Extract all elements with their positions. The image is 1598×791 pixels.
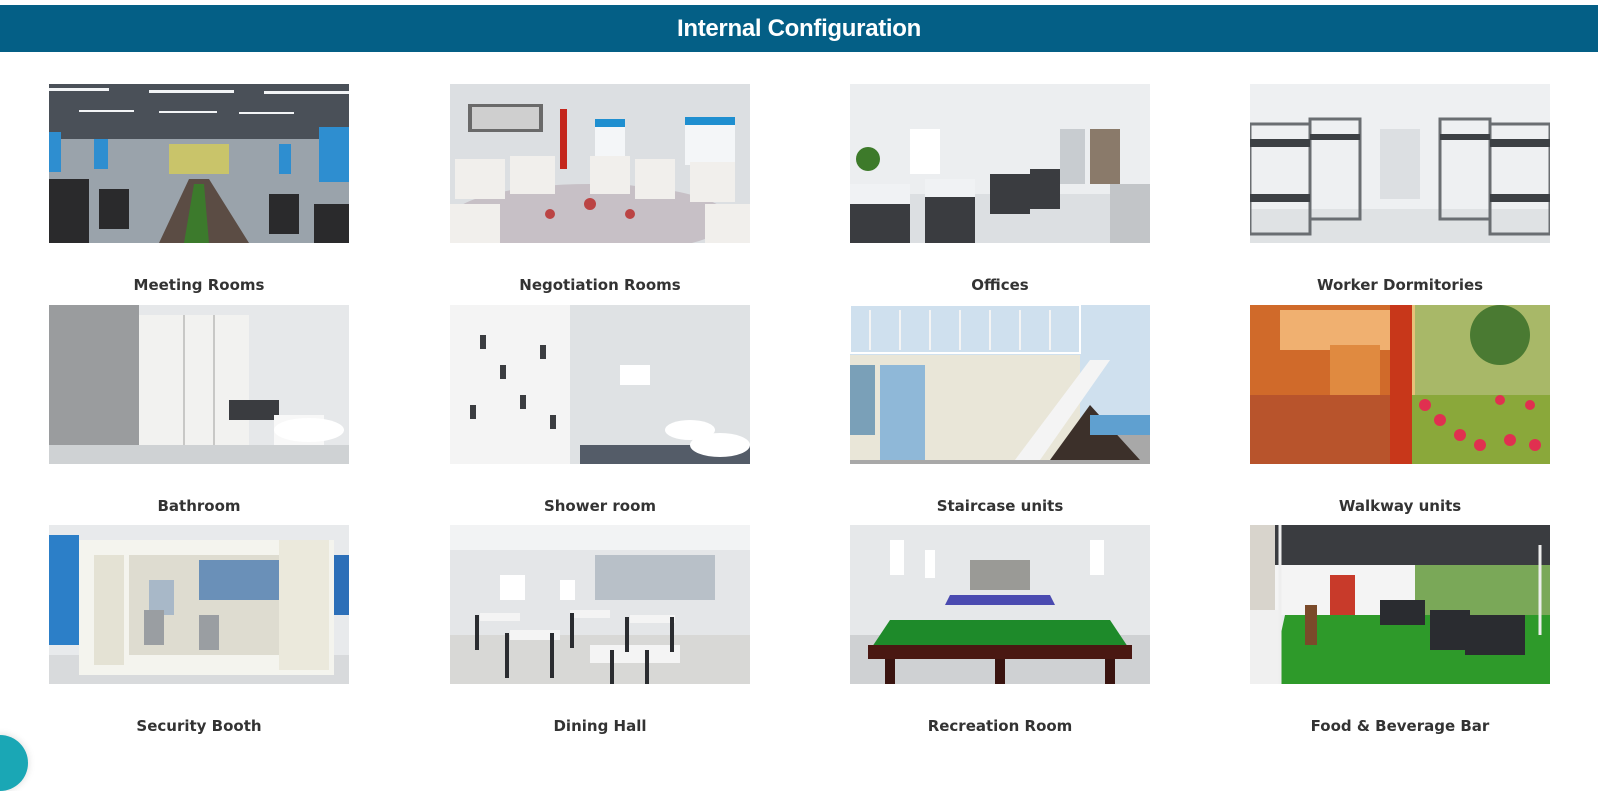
staircase-unit-image[interactable]	[850, 305, 1150, 464]
dining-hall-image[interactable]	[450, 525, 750, 684]
item-label: Walkway units	[1338, 497, 1462, 515]
office-image[interactable]	[850, 84, 1150, 243]
item-label: Negotiation Rooms	[519, 276, 681, 294]
section-title: Internal Configuration	[676, 14, 922, 42]
item-label: Offices	[971, 276, 1029, 294]
food-beverage-bar-image[interactable]	[1250, 525, 1550, 684]
negotiation-room-image[interactable]	[450, 84, 750, 243]
item-label: Dining Hall	[553, 717, 647, 735]
walkway-unit-image[interactable]	[1250, 305, 1550, 464]
security-booth-image[interactable]	[49, 525, 349, 684]
dormitory-image[interactable]	[1250, 84, 1550, 243]
item-label: Shower room	[543, 497, 657, 515]
recreation-room-image[interactable]	[850, 525, 1150, 684]
item-label: Worker Dormitories	[1316, 276, 1484, 294]
item-label: Recreation Room	[927, 717, 1073, 735]
section-header-banner: Internal Configuration	[0, 5, 1598, 52]
configuration-grid: Meeting Rooms Negotiation Rooms Offices …	[49, 84, 1550, 735]
item-label: Food & Beverage Bar	[1310, 717, 1490, 735]
bathroom-image[interactable]	[49, 305, 349, 464]
meeting-room-image[interactable]	[49, 84, 349, 243]
item-label: Meeting Rooms	[133, 276, 265, 294]
item-label: Bathroom	[157, 497, 241, 515]
item-label: Security Booth	[136, 717, 262, 735]
item-label: Staircase units	[936, 497, 1064, 515]
shower-room-image[interactable]	[450, 305, 750, 464]
